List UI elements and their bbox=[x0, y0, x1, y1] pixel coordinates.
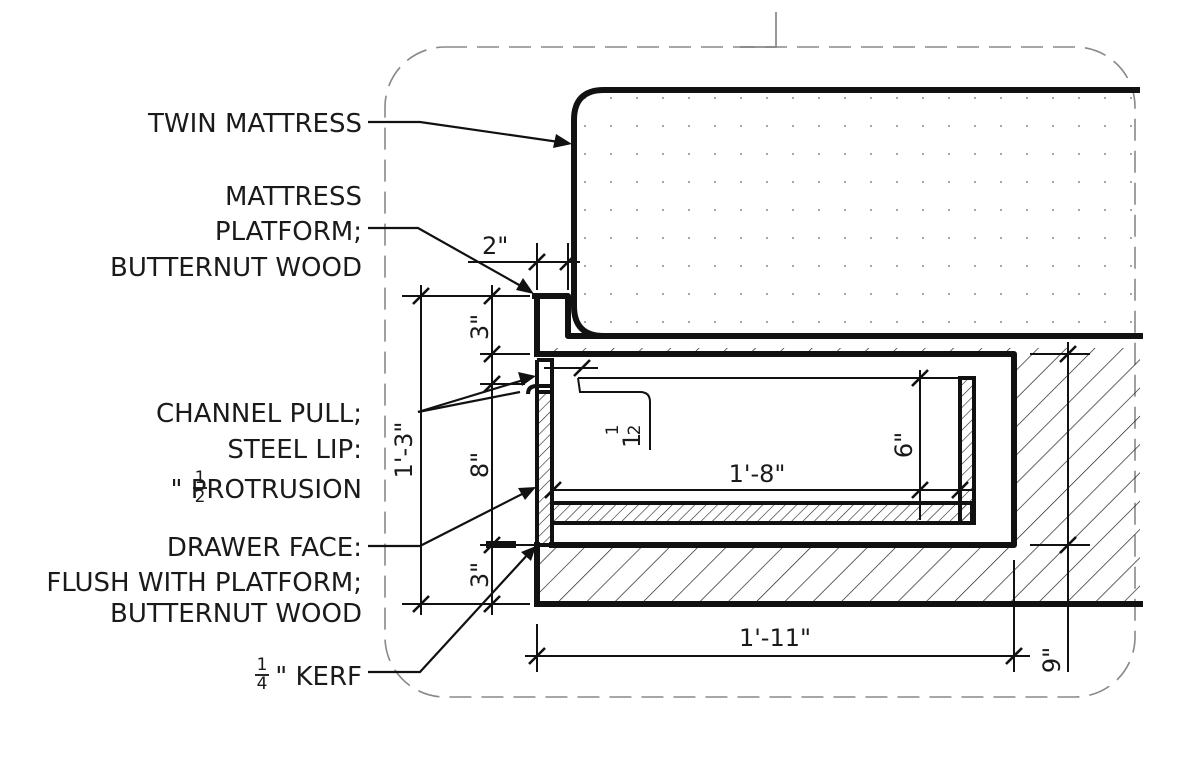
dim-pull-depth-whole: 1 bbox=[618, 433, 646, 448]
arrow-pull bbox=[518, 372, 536, 386]
steel-lip bbox=[526, 384, 552, 395]
dim-drawer-face-label: 8" bbox=[466, 452, 494, 478]
dim-drawer-box-depth: 1'-8" bbox=[544, 460, 975, 499]
dim-opening-depth-label: 1'-11" bbox=[739, 624, 811, 652]
drawer-opening bbox=[534, 351, 1017, 548]
label-pull-3: " PROTRUSION bbox=[171, 475, 363, 505]
arrow-drawer-face bbox=[518, 487, 536, 500]
arrow-twin-mattress bbox=[553, 134, 572, 148]
channel-pull bbox=[535, 358, 554, 394]
dim-base-height-label: 9" bbox=[1038, 647, 1066, 673]
dim-opening-depth: 1'-11" bbox=[525, 560, 1030, 672]
drawer-face bbox=[535, 390, 554, 547]
leader-pull-lower bbox=[417, 390, 521, 414]
dim-drawer-box-depth-label: 1'-8" bbox=[729, 460, 786, 488]
label-kerf: " KERF bbox=[275, 662, 362, 692]
leader-twin-mattress bbox=[368, 120, 567, 145]
arrow-kerf bbox=[521, 546, 536, 561]
label-pull-1: CHANNEL PULL; bbox=[156, 399, 362, 429]
detail-boundary bbox=[384, 46, 1136, 698]
dim-pull-depth-den: 2 bbox=[625, 425, 645, 436]
drawer-back bbox=[958, 376, 976, 525]
dim-stack: 3" 8" 3" bbox=[466, 285, 537, 615]
dim-lip-width-label: 2" bbox=[482, 232, 508, 260]
dim-top-rail-label: 3" bbox=[466, 314, 494, 340]
section-cut-line bbox=[740, 12, 777, 48]
label-platform-1: MATTRESS bbox=[225, 182, 362, 212]
label-twin-mattress: TWIN MATTRESS bbox=[147, 109, 362, 139]
dim-pull-depth: 1 1 2 bbox=[544, 359, 651, 450]
leader-kerf bbox=[368, 551, 531, 674]
dim-overall-height-label: 1'-3" bbox=[390, 422, 418, 479]
label-face-1: DRAWER FACE: bbox=[167, 533, 362, 563]
drawer-bottom bbox=[550, 501, 974, 525]
label-pull-2: STEEL LIP: bbox=[227, 435, 362, 465]
leader-pull-upper bbox=[417, 376, 531, 414]
label-kerf-frac-num: 1 bbox=[257, 655, 268, 675]
dim-base-height: 9" bbox=[1030, 342, 1090, 673]
leader-drawer-face bbox=[368, 489, 531, 548]
label-face-2: FLUSH WITH PLATFORM; bbox=[46, 568, 362, 598]
arrow-platform bbox=[516, 278, 534, 294]
label-platform-3: BUTTERNUT WOOD bbox=[110, 253, 362, 283]
label-pull-frac-den: 2 bbox=[195, 487, 206, 507]
label-kerf-frac-den: 4 bbox=[257, 674, 268, 694]
label-face-3: BUTTERNUT WOOD bbox=[110, 599, 362, 629]
leader-platform bbox=[368, 226, 529, 291]
dim-pull-depth-num: 1 bbox=[603, 425, 623, 436]
dim-bottom-rail-label: 3" bbox=[466, 562, 494, 588]
label-platform-2: PLATFORM; bbox=[215, 217, 362, 247]
dim-lip-width: 2" bbox=[468, 232, 580, 290]
label-pull-frac-num: 1 bbox=[195, 468, 206, 488]
dim-overall-height: 1'-3" bbox=[390, 285, 530, 615]
twin-mattress bbox=[571, 87, 1140, 339]
dim-drawer-box-height-label: 6" bbox=[890, 432, 918, 458]
